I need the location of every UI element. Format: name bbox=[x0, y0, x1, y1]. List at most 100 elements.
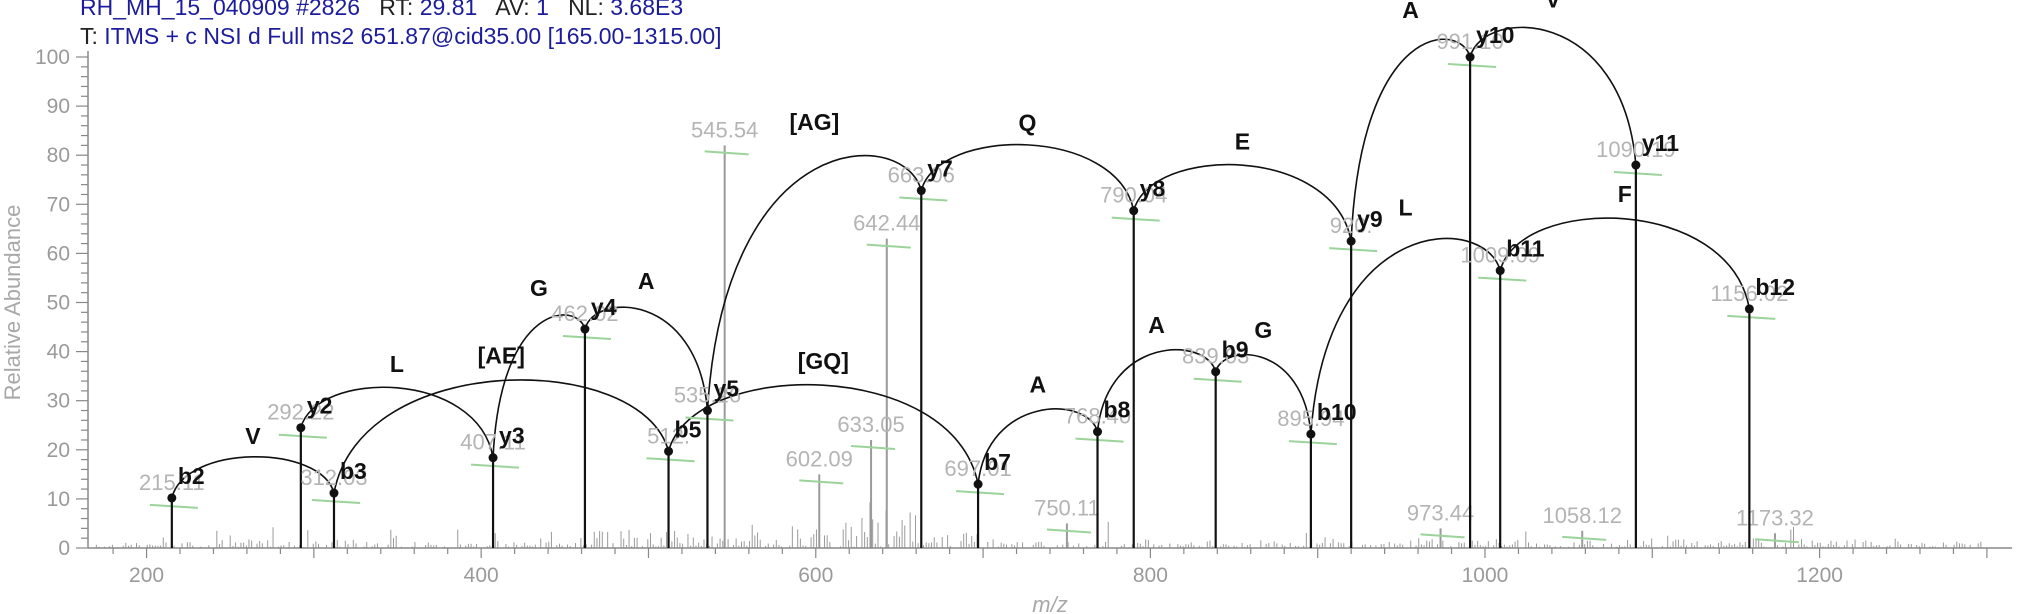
arc-b3-b5 bbox=[333, 379, 670, 494]
arc-b11-b12 bbox=[1499, 217, 1751, 310]
mz-label: 991.10 bbox=[1436, 29, 1503, 54]
peak-marker bbox=[1346, 236, 1356, 246]
ion-label-y5: y5 bbox=[713, 376, 739, 402]
y-tick-label: 80 bbox=[47, 144, 70, 167]
peak-marker bbox=[973, 479, 983, 489]
mass-error-mark bbox=[1193, 377, 1242, 383]
x-axis-label: m/z bbox=[1032, 592, 1067, 614]
scan-number: #2826 bbox=[296, 0, 361, 20]
peak-marker bbox=[1744, 304, 1754, 314]
header-line-1: RH_MH_15_040909 #2826 RT: 29.81 AV: 1 NL… bbox=[80, 0, 683, 21]
residue-label: [AE] bbox=[478, 342, 525, 368]
ion-label-y11: y11 bbox=[1642, 130, 1679, 156]
mz-label: 1058.12 bbox=[1542, 503, 1622, 528]
nl-label: NL: bbox=[568, 0, 604, 20]
mz-label: 1156.02 bbox=[1710, 281, 1788, 306]
arc-b8-b9 bbox=[1096, 348, 1217, 432]
ion-label-b8: b8 bbox=[1104, 397, 1131, 423]
y-axis-label: Relative Abundance bbox=[0, 205, 25, 401]
x-tick-label: 800 bbox=[1133, 564, 1168, 587]
scan-filter: ITMS + c NSI d Full ms2 651.87@cid35.00 … bbox=[104, 23, 722, 49]
mz-label: 633.05 bbox=[837, 412, 904, 437]
ion-label-y4: y4 bbox=[591, 294, 617, 320]
ion-label-b10: b10 bbox=[1317, 399, 1357, 425]
peak-marker bbox=[329, 488, 339, 498]
mass-error-mark bbox=[1754, 538, 1800, 544]
residue-label: G bbox=[530, 275, 548, 301]
peak-marker bbox=[488, 453, 498, 463]
mass-error-mark bbox=[149, 503, 198, 509]
ion-label-y9: y9 bbox=[1357, 206, 1383, 232]
residue-label: L bbox=[390, 351, 404, 377]
mass-error-mark bbox=[1420, 533, 1465, 539]
residue-label: [GQ] bbox=[798, 348, 849, 374]
mz-label: 697.01 bbox=[944, 456, 1011, 481]
peak-marker bbox=[916, 186, 926, 196]
ion-label-b9: b9 bbox=[1222, 337, 1249, 363]
rt-label: RT: bbox=[379, 0, 414, 20]
mass-error-mark bbox=[1288, 440, 1337, 446]
mz-label: 545.54 bbox=[691, 117, 758, 142]
residue-label: G bbox=[1254, 317, 1272, 343]
arc-y10-y11 bbox=[1469, 26, 1637, 166]
mass-error-mark bbox=[1448, 63, 1497, 68]
y-tick-label: 0 bbox=[58, 537, 70, 560]
peak-marker bbox=[1093, 427, 1103, 437]
ion-label-b5: b5 bbox=[675, 416, 702, 442]
mass-error-mark bbox=[1329, 247, 1378, 253]
mz-label: 292.22 bbox=[267, 400, 334, 425]
arc-b7-b8 bbox=[977, 408, 1099, 485]
x-tick-label: 400 bbox=[464, 564, 499, 587]
arc-y9-y10 bbox=[1350, 38, 1471, 242]
ion-label-y7: y7 bbox=[927, 156, 953, 182]
y-tick-label: 50 bbox=[47, 292, 70, 315]
arc-b9-b10 bbox=[1214, 354, 1312, 435]
y-tick-label: 40 bbox=[47, 341, 70, 364]
filter-prefix: T: bbox=[80, 23, 98, 49]
arc-y2-y3 bbox=[300, 386, 494, 458]
nl-value: 3.68E3 bbox=[610, 0, 684, 20]
mz-label: 920. bbox=[1330, 213, 1373, 238]
mass-error-mark bbox=[311, 499, 361, 505]
ion-label-y2: y2 bbox=[307, 393, 333, 419]
arc-b2-b3 bbox=[171, 456, 335, 499]
mz-label: 973.44 bbox=[1407, 500, 1474, 525]
peak-marker bbox=[1465, 52, 1475, 62]
ion-label-y8: y8 bbox=[1140, 176, 1166, 202]
mz-label: 407.11 bbox=[460, 430, 526, 455]
residue-label: V bbox=[245, 423, 261, 449]
peak-marker bbox=[296, 423, 306, 433]
peak-marker bbox=[664, 446, 674, 456]
residue-label: Q bbox=[1019, 109, 1037, 135]
mass-error-mark bbox=[704, 150, 749, 156]
arc-y5-y7 bbox=[706, 154, 923, 411]
peak-marker bbox=[167, 493, 177, 503]
y-tick-label: 100 bbox=[35, 46, 70, 69]
mz-label: 512. bbox=[647, 423, 690, 448]
mz-label: 312.03 bbox=[300, 465, 367, 490]
mass-error-mark bbox=[1046, 528, 1091, 534]
scan-name: RH_MH_15_040909 bbox=[80, 0, 290, 20]
ion-label-b11: b11 bbox=[1506, 236, 1545, 262]
residue-label: L bbox=[1399, 195, 1413, 221]
mass-error-mark bbox=[1727, 314, 1776, 320]
ion-label-b7: b7 bbox=[984, 449, 1011, 475]
arc-y8-y9 bbox=[1132, 163, 1352, 242]
mass-error-mark bbox=[1478, 276, 1527, 282]
mass-error-mark bbox=[1562, 535, 1607, 541]
residue-label: E bbox=[1235, 128, 1250, 154]
mz-label: 602.09 bbox=[786, 446, 853, 471]
mz-label: 750.11 bbox=[1034, 495, 1100, 520]
mass-error-mark bbox=[799, 479, 844, 485]
mz-label: 790.04 bbox=[1100, 183, 1167, 208]
y-tick-label: 10 bbox=[47, 488, 70, 511]
peak-marker bbox=[1306, 429, 1316, 439]
mass-error-mark bbox=[562, 335, 611, 341]
ion-label-b3: b3 bbox=[340, 458, 367, 484]
mz-label: 895.94 bbox=[1277, 406, 1344, 431]
x-tick-label: 1000 bbox=[1462, 564, 1509, 587]
residue-label: V bbox=[1545, 0, 1561, 12]
